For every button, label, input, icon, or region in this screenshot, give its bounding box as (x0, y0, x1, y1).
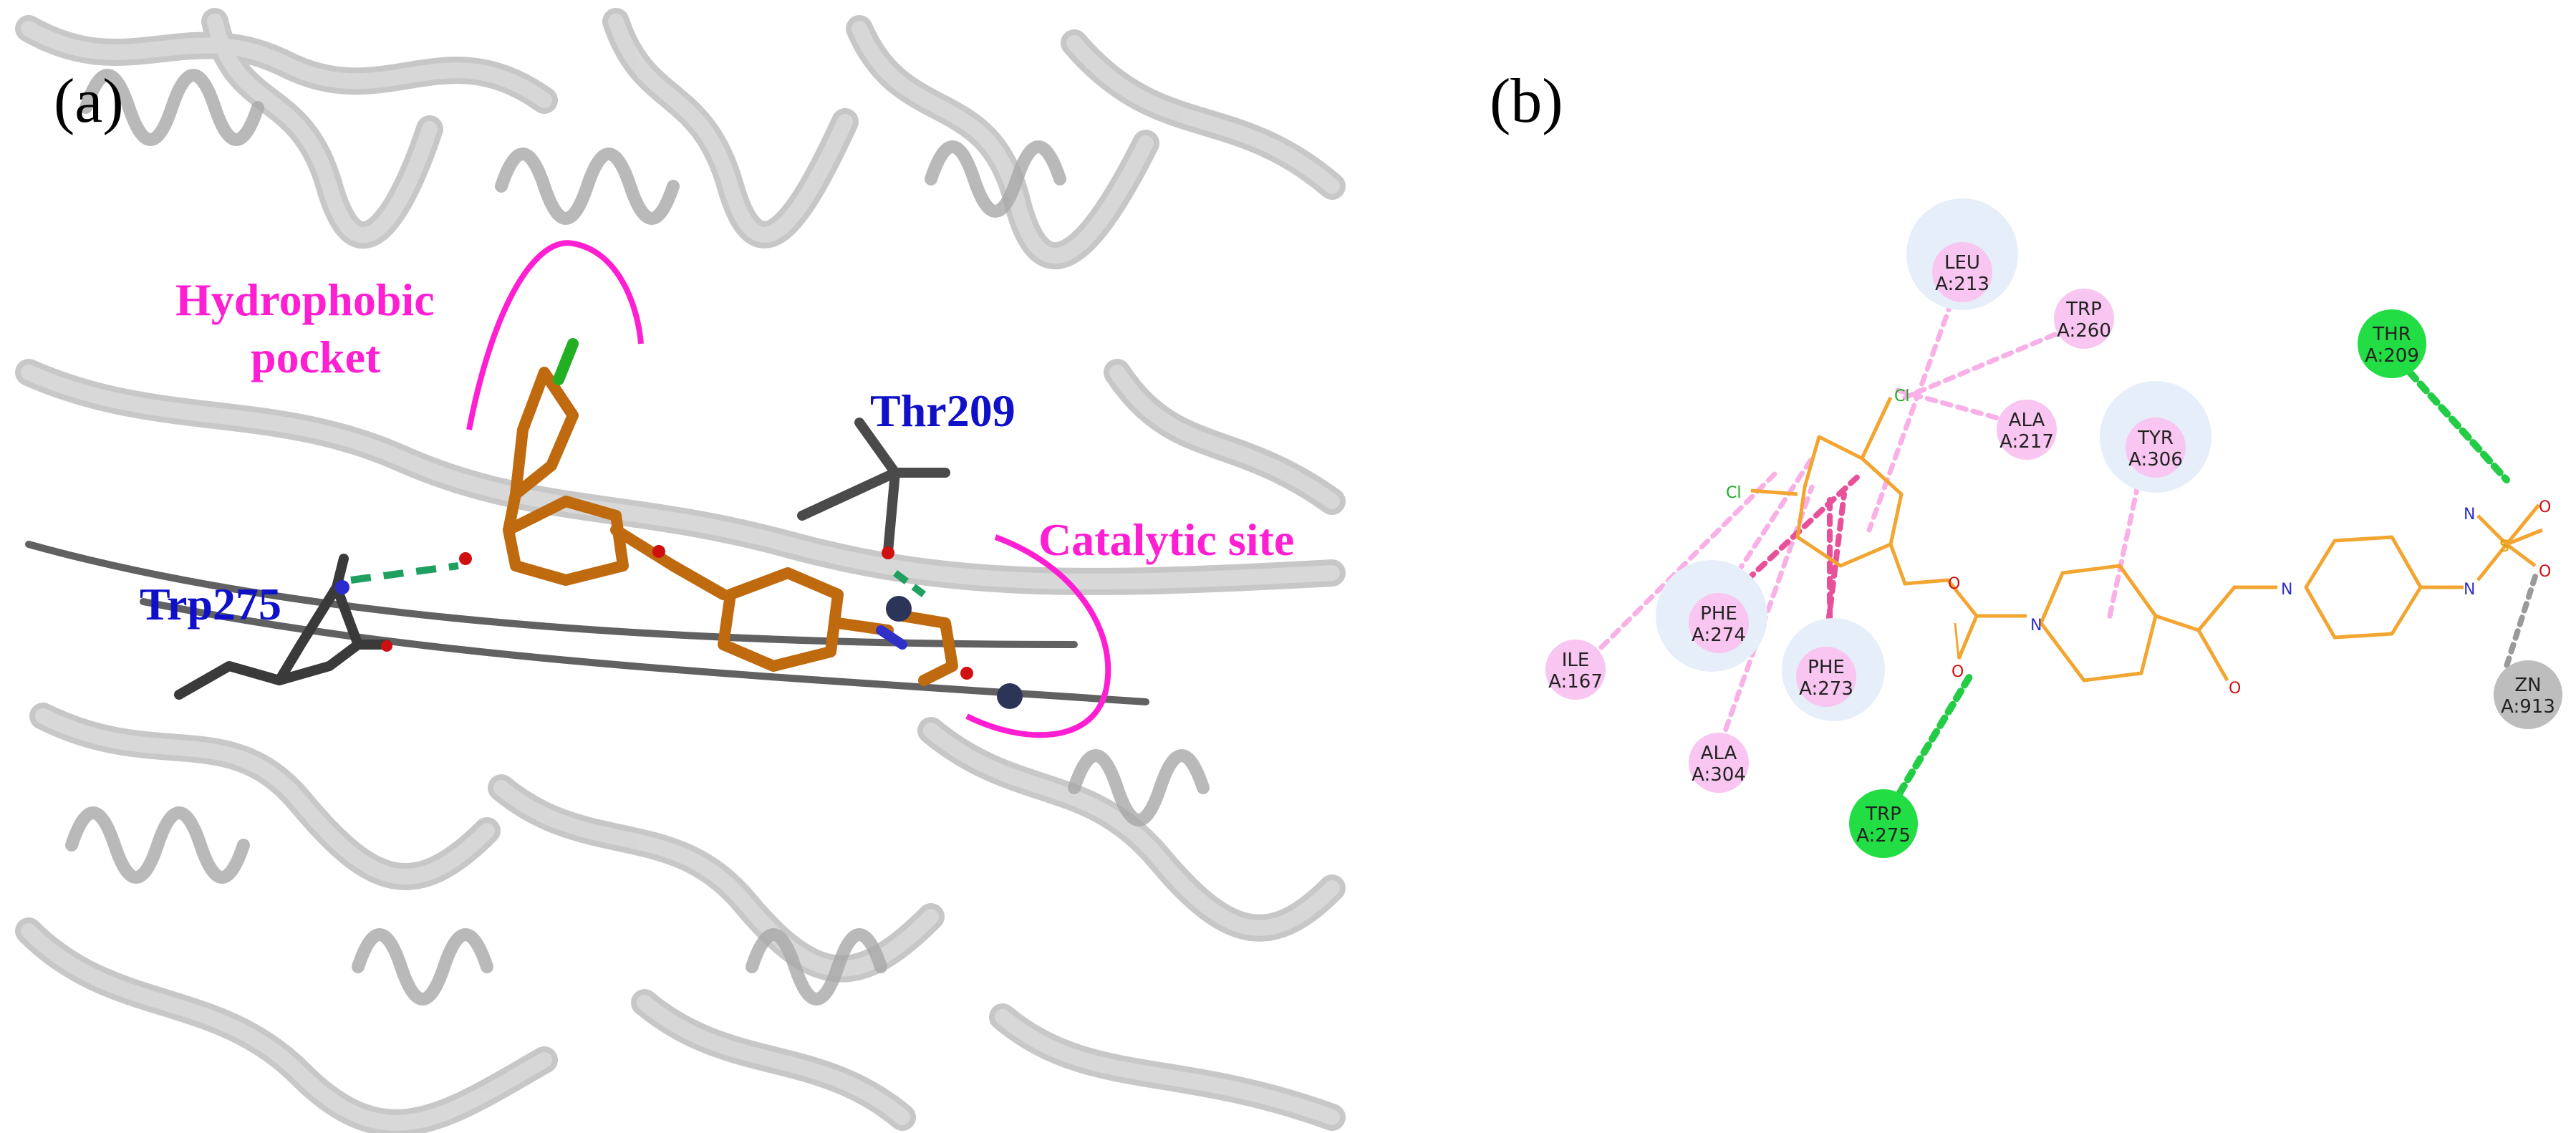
atom-o-carbonyl-1: O (1952, 663, 1964, 681)
hbond-thr209 (2406, 369, 2510, 483)
atom-n-terminal: N (2464, 506, 2475, 524)
residue-chain: A:273 (1799, 678, 1853, 700)
protein-ribbon (15, 8, 1346, 1133)
residue-name: ALA (1701, 743, 1737, 764)
residue-trp260: TRP A:260 (2054, 289, 2114, 349)
residue-chain: A:274 (1692, 625, 1746, 646)
ligand-2d (1750, 396, 2543, 683)
panel-a: (a) Hydrophobic pocket Catalytic site Th… (15, 8, 1346, 1133)
residue-ile167: ILE A:167 (1545, 640, 1606, 700)
residue-name: PHE (1700, 603, 1737, 625)
atom-n-piperidine: N (2030, 617, 2042, 635)
residue-phe274: PHE A:274 (1689, 593, 1749, 653)
atom-labels: Cl Cl O O N O N N S N O O (1726, 387, 2551, 698)
ligand-o-atom-1 (459, 552, 472, 565)
residue-chain: A:306 (2128, 449, 2183, 471)
residue-chain: A:913 (2501, 696, 2555, 718)
catalytic-site-label: Catalytic site (1038, 514, 1294, 565)
atom-s: S (2499, 538, 2509, 556)
hydrophobic-pocket-arc (466, 240, 644, 430)
residue-name: THR (2372, 324, 2411, 345)
ligand-o-atom-2 (652, 545, 665, 558)
residue-phe273: PHE A:273 (1796, 647, 1856, 707)
trp275-label: Trp275 (140, 579, 281, 630)
residue-ala304: ALA A:304 (1689, 733, 1749, 793)
atom-o-ester: O (1948, 575, 1960, 593)
hbond-thr209-3d (893, 570, 926, 597)
residue-chain: A:260 (2057, 320, 2111, 342)
residue-chain: A:167 (1548, 671, 1603, 693)
panel-b-label: (b) (1490, 67, 1563, 136)
residue-chain: A:304 (1692, 764, 1746, 786)
atom-cl-1: Cl (1894, 387, 1909, 405)
thr209-sidechain (797, 418, 950, 556)
residue-leu213: LEU A:213 (1932, 242, 1992, 302)
hbond-trp275-3d (350, 562, 459, 584)
zinc-ion-2 (997, 683, 1023, 709)
residues: LEU A:213 TRP A:260 ALA A:217 TYR A:306 … (1545, 242, 2562, 858)
ligand-3d (503, 367, 958, 686)
residue-thr209: THR A:209 (2358, 309, 2426, 378)
residue-name: TRP (2065, 299, 2102, 320)
residue-name: LEU (1944, 252, 1980, 274)
residue-zn913: ZN A:913 (2494, 660, 2562, 729)
residue-name: PHE (1808, 657, 1845, 678)
thr-o-atom (882, 546, 894, 559)
hydrophobic-label-line1: Hydrophobic (175, 274, 435, 325)
residue-tyr306: TYR A:306 (2126, 418, 2186, 478)
residue-trp275: TRP A:275 (1849, 789, 1918, 858)
ligand-n-atom (876, 625, 907, 650)
panel-b: (b) (1490, 67, 2562, 858)
atom-o-carbonyl-2: O (2229, 680, 2241, 698)
residue-name: TRP (1865, 804, 1901, 825)
atom-o-sulfonyl-2: O (2539, 498, 2551, 516)
hydrophobic-label-line2: pocket (251, 332, 381, 382)
residue-chain: A:217 (1999, 431, 2054, 453)
trp-o-atom (381, 640, 392, 652)
trp-n-atom (335, 580, 349, 594)
atom-o-sulfonyl-1: O (2539, 563, 2551, 581)
ligand-cl-atom (553, 338, 579, 385)
residue-chain: A:275 (1856, 825, 1911, 847)
thr209-label: Thr209 (870, 385, 1016, 436)
residue-chain: A:209 (2365, 345, 2419, 367)
atom-n-amide: N (2281, 581, 2292, 599)
zinc-ion-1 (886, 596, 912, 622)
catalytic-site-arc (965, 534, 1111, 738)
phenyl-ring (2304, 535, 2423, 640)
residue-name: ALA (2009, 410, 2045, 431)
residue-ala217: ALA A:217 (1997, 400, 2057, 460)
atom-cl-2: Cl (1726, 484, 1741, 502)
metal-contact-zn (2504, 574, 2538, 669)
residue-name: TYR (2137, 428, 2174, 449)
residue-name: ILE (1562, 650, 1590, 671)
residue-name: ZN (2514, 675, 2541, 696)
dichlorophenyl-ring (1795, 435, 1904, 568)
residue-chain: A:213 (1935, 274, 1989, 295)
piperidine-ring (2039, 564, 2158, 683)
panel-a-label: (a) (54, 67, 124, 136)
ligand-o-atom-3 (960, 667, 973, 680)
atom-n-sulfamide: N (2464, 581, 2475, 599)
